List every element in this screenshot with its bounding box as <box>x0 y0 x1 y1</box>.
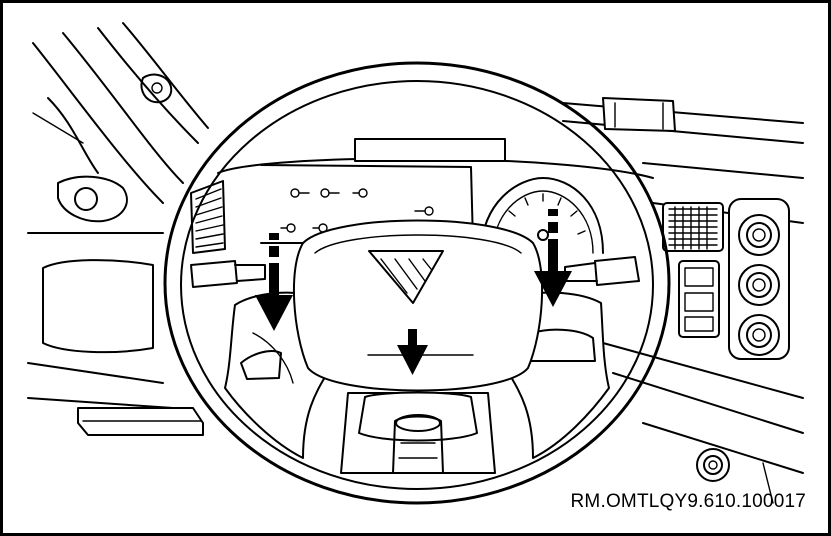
arrow-right-spoke <box>534 209 572 307</box>
figure-reference-code: RM.OMTLQY9.610.100017 <box>570 491 806 512</box>
steering-column <box>358 391 478 474</box>
brand-logo-icon <box>368 250 444 304</box>
column-stalks <box>190 256 640 288</box>
steering-wheel-rim <box>163 61 671 505</box>
arrow-lower-center <box>397 329 428 375</box>
airbag-hub <box>292 219 544 392</box>
dashboard-background <box>27 22 804 504</box>
steering-wheel-illustration <box>27 22 804 505</box>
arrow-left-spoke <box>255 233 293 331</box>
